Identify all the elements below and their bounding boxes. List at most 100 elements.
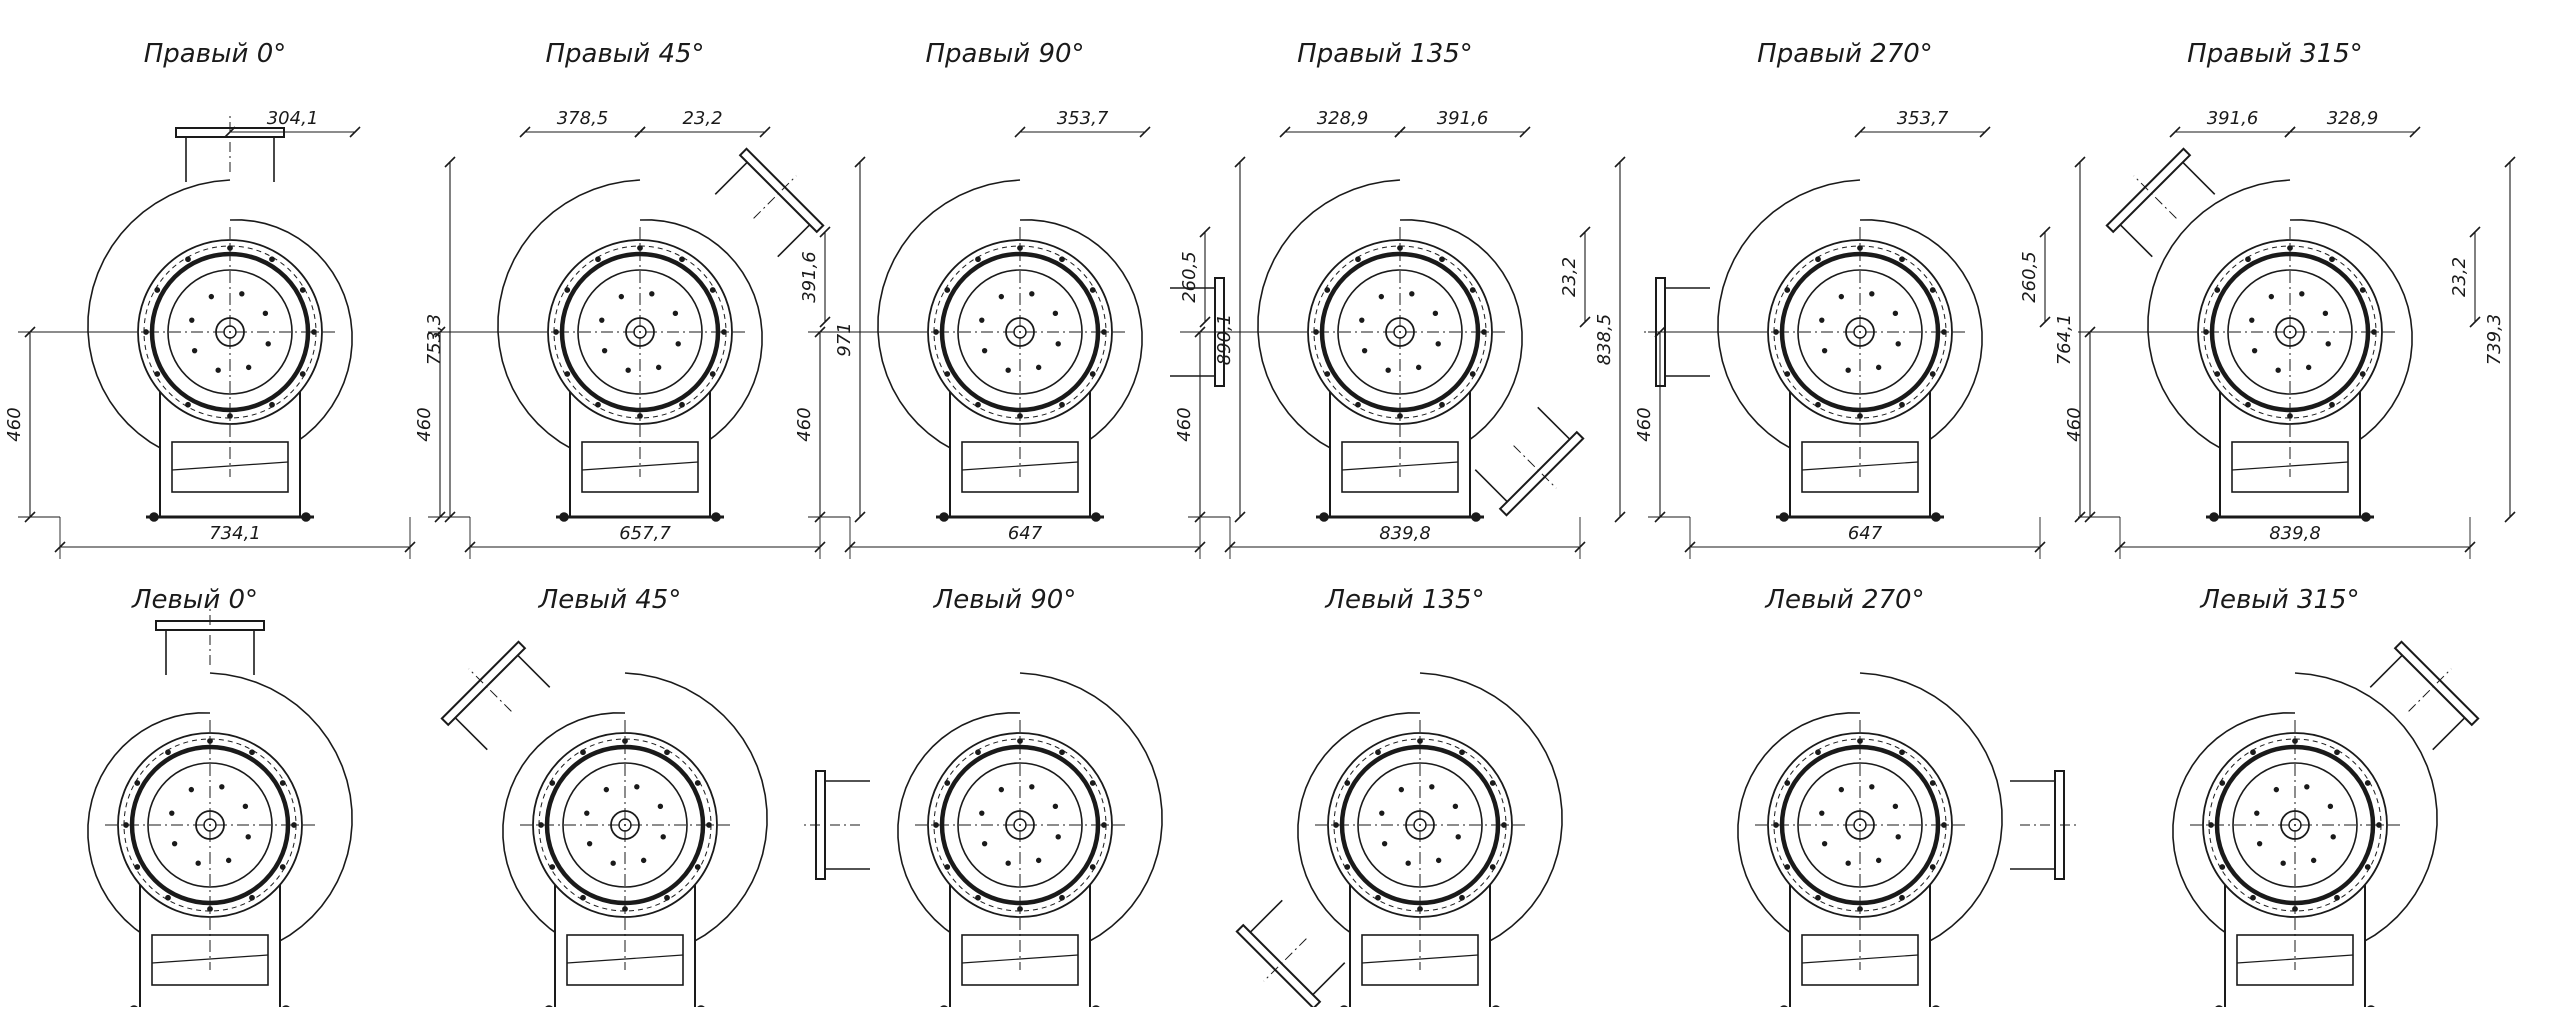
fan-1-flange-hole bbox=[595, 256, 601, 263]
fan-2-rivet bbox=[979, 317, 985, 323]
fan-1-rivet bbox=[655, 364, 662, 371]
fan-10-base-rib bbox=[1801, 954, 1919, 964]
fan-0-base-rib bbox=[171, 461, 289, 471]
fan-1-bolt bbox=[559, 512, 569, 522]
fan-0-flange-hole bbox=[299, 371, 306, 377]
fan-6-flange-hole bbox=[165, 894, 171, 901]
fan-2-rivet bbox=[1029, 291, 1035, 297]
fan-4-flange-hole bbox=[1929, 287, 1936, 293]
fan-7-flange bbox=[440, 640, 527, 727]
fan-3-flange-hole bbox=[1324, 371, 1331, 377]
fan-9-flange-hole bbox=[1459, 894, 1465, 901]
dim-tick bbox=[819, 316, 831, 328]
fan-8-flange-hole bbox=[1089, 864, 1096, 870]
fan-2-flange-hole bbox=[1059, 401, 1065, 408]
dim-tick bbox=[1614, 156, 1626, 168]
fan-5-flange-hole bbox=[2329, 256, 2335, 263]
fan-7-rivet bbox=[640, 857, 647, 864]
fan-7-flange-hole bbox=[664, 749, 670, 756]
fan-2-rivet bbox=[1035, 364, 1042, 371]
fan-0-axis-height-value: 460 bbox=[4, 407, 25, 441]
fan-6-impeller-ring bbox=[147, 762, 273, 888]
fan-10-rivet bbox=[1821, 840, 1828, 847]
fan-5-rivet bbox=[2322, 310, 2329, 317]
fan-5-rivet bbox=[2251, 347, 2258, 354]
fan-2-impeller-ring bbox=[957, 269, 1083, 395]
fan-8-base-rib bbox=[961, 954, 1079, 964]
fan-7-rivet bbox=[610, 860, 616, 866]
fan-11-rivet bbox=[2254, 810, 2260, 816]
fan-3-top-a-value: 328,9 bbox=[1317, 108, 1369, 129]
fan-0-flange-hole bbox=[185, 256, 191, 263]
fan-3-flange-hole bbox=[1439, 256, 1445, 263]
fan-1-impeller-ring bbox=[577, 269, 703, 395]
fan-1-flange-hole bbox=[709, 287, 716, 293]
fan-4-bolt bbox=[1931, 512, 1941, 522]
fan-1-rivet bbox=[599, 317, 605, 323]
fan-4-flange-hole bbox=[1784, 287, 1791, 293]
fan-9-rivet bbox=[1398, 786, 1405, 793]
dim-tick bbox=[1394, 126, 1406, 138]
fan-3-rivet bbox=[1409, 291, 1415, 297]
fan-7-flange-hole bbox=[580, 749, 586, 756]
fan-2-flange-hole bbox=[1059, 256, 1065, 263]
fan-3-flange-hole bbox=[1355, 256, 1361, 263]
fan-11-base-rib bbox=[2236, 954, 2354, 964]
fan-9-rivet bbox=[1405, 860, 1411, 866]
dim-tick bbox=[2469, 226, 2481, 238]
fan-8-flange-hole bbox=[975, 894, 981, 901]
fan-4-height-total-value: 764,1 bbox=[2054, 314, 2075, 366]
fan-1-width-total-value: 657,7 bbox=[619, 523, 671, 544]
fan-11-flange-hole bbox=[2364, 864, 2371, 870]
fan-view-6: Левый 0° bbox=[87, 585, 353, 1012]
fan-7-rivet bbox=[603, 786, 610, 793]
fan-10-flange-hole bbox=[1815, 894, 1821, 901]
fan-4-title: Правый 270° bbox=[1757, 39, 1933, 69]
fan-4-rivet bbox=[1875, 364, 1882, 371]
fan-0-impeller-ring bbox=[167, 269, 293, 395]
fan-3-flange-hole bbox=[1324, 287, 1331, 293]
fan-3-height-total-value: 838,5 bbox=[1594, 314, 1615, 366]
fan-1-flange-hole bbox=[564, 287, 571, 293]
dim-tick bbox=[819, 226, 831, 238]
fan-8-rivet bbox=[1029, 784, 1035, 790]
dim-tick bbox=[2169, 126, 2181, 138]
fan-4-top-a-value: 353,7 bbox=[1897, 108, 1949, 129]
fan-2-title: Правый 90° bbox=[925, 39, 1084, 69]
fan-7-impeller-ring bbox=[562, 762, 688, 888]
fan-6-flange-hole bbox=[279, 864, 286, 870]
fan-5-axis-height-value: 460 bbox=[2064, 407, 2085, 441]
fan-11-impeller-ring bbox=[2232, 762, 2358, 888]
fan-8-flange-hole bbox=[944, 864, 951, 870]
fan-7-rivet bbox=[586, 840, 593, 847]
fan-1-axis-height-value: 460 bbox=[414, 407, 435, 441]
fan-1-rivet bbox=[601, 347, 608, 354]
fan-11-duct-side bbox=[2369, 654, 2403, 688]
fan-11-flange-hole bbox=[2334, 749, 2340, 756]
fan-1-title: Правый 45° bbox=[545, 39, 704, 69]
fan-3-flange bbox=[1498, 430, 1585, 517]
fan-1-rivet bbox=[672, 310, 679, 317]
fan-6-rivet bbox=[195, 860, 201, 866]
fan-3-flange-hole bbox=[1469, 287, 1476, 293]
fan-6-flange bbox=[155, 620, 265, 631]
fan-3-base-rib bbox=[1341, 461, 1459, 471]
fan-4-rivet bbox=[1838, 293, 1845, 300]
fan-11-flange-hole bbox=[2334, 894, 2340, 901]
fan-7-flange-hole bbox=[549, 864, 556, 870]
dim-tick bbox=[1519, 126, 1531, 138]
fan-6-flange-hole bbox=[249, 894, 255, 901]
fan-10-impeller-ring bbox=[1797, 762, 1923, 888]
fan-0-bolt bbox=[301, 512, 311, 522]
fan-0-flange-hole bbox=[269, 401, 275, 408]
fan-4-rivet bbox=[1892, 310, 1899, 317]
fan-3-axis-height-value: 460 bbox=[1174, 407, 1195, 441]
fan-1-rivet bbox=[649, 291, 655, 297]
fan-2-flange-hole bbox=[975, 256, 981, 263]
fan-view-7: Левый 45° bbox=[440, 585, 768, 1012]
fan-1-rivet bbox=[675, 341, 681, 347]
fan-9-rivet bbox=[1455, 834, 1461, 840]
fan-5-bolt bbox=[2209, 512, 2219, 522]
